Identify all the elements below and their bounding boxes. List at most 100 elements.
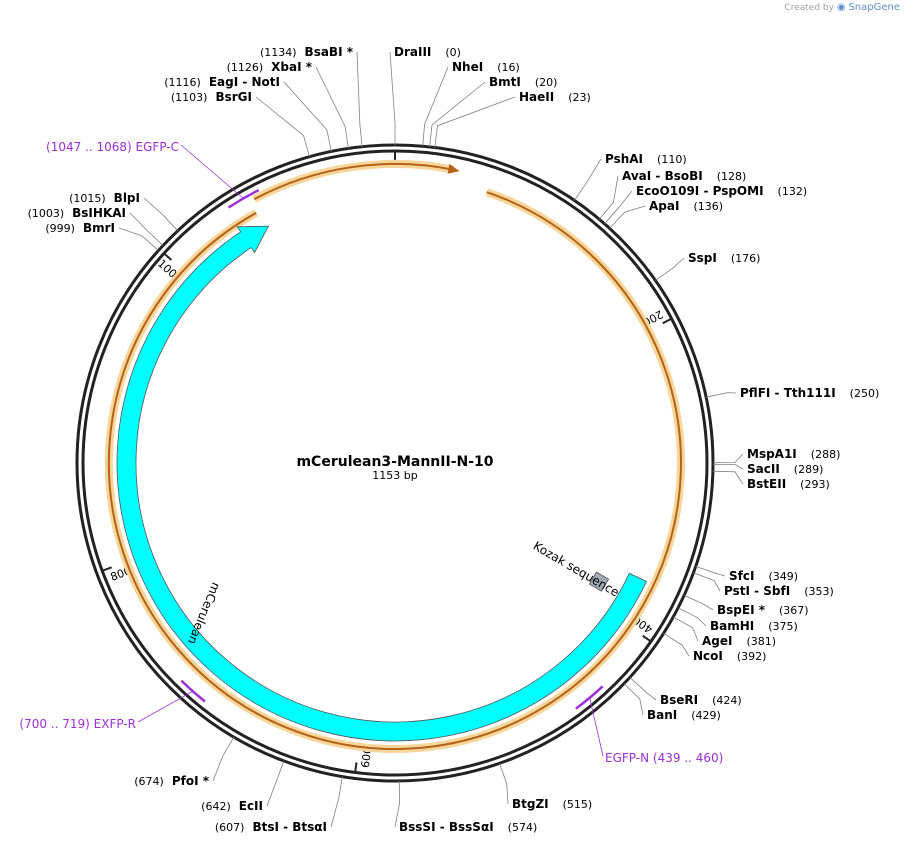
site-name: BsaBI * <box>305 45 354 59</box>
restriction-site[interactable]: ApaI (136) <box>649 199 723 213</box>
tick-mark <box>354 762 358 773</box>
restriction-site[interactable]: SacII(289) <box>747 462 823 476</box>
restriction-site[interactable]: BseRI (424) <box>660 693 742 707</box>
site-position: (424) <box>712 694 742 707</box>
site-label: (1015)BlpI <box>69 191 140 205</box>
restriction-site[interactable]: DraIII(0) <box>394 45 461 59</box>
credit-prefix: Created by <box>784 3 834 13</box>
site-position: (136) <box>693 200 723 213</box>
site-name: PshAI <box>605 152 643 166</box>
restriction-site[interactable]: (1015)BlpI <box>69 191 140 205</box>
restriction-site[interactable]: SspI (176) <box>688 251 760 265</box>
restriction-site[interactable]: (1003)BsIHKAI <box>28 206 126 220</box>
site-label: (642)EcII <box>201 799 263 813</box>
restriction-site[interactable]: PshAI (110) <box>605 152 687 166</box>
site-name: MspA1I <box>747 447 797 461</box>
primer-label: (700 .. 719) EXFP-R <box>19 717 136 731</box>
restriction-site[interactable]: (1116)EagI - NotI <box>164 75 280 89</box>
restriction-site[interactable]: (1103)BsrGI <box>171 90 252 104</box>
plasmid-length: 1153 bp <box>372 469 417 482</box>
site-leader <box>118 227 159 251</box>
site-name: XbaI * <box>271 60 313 74</box>
primer-egfp-c-arc[interactable] <box>227 188 260 209</box>
restriction-site[interactable]: AgeI(381) <box>702 634 776 648</box>
site-name: ApaI <box>649 199 679 213</box>
credit-brand: SnapGene <box>848 2 900 13</box>
restriction-site[interactable]: (1134)BsaBI * <box>260 45 354 59</box>
restriction-sites[interactable]: DraIII(0)NheI(16)BmtI(20)HaeII(23) PshAI (… <box>28 45 880 834</box>
restriction-site[interactable]: BamHI(375) <box>710 619 798 633</box>
site-leader <box>429 81 486 147</box>
restriction-site[interactable]: SfcI(349) <box>729 569 798 583</box>
site-name: SfcI <box>729 569 754 583</box>
restriction-site[interactable]: (607)BtsI - BtsαI <box>215 820 327 834</box>
primer-leader <box>589 697 604 757</box>
restriction-site[interactable]: NheI(16) <box>452 60 520 74</box>
restriction-site[interactable]: BtgZI(515) <box>512 797 592 811</box>
site-name: BseRI <box>660 693 698 707</box>
primer-label: (1047 .. 1068) EGFP-C <box>46 140 179 154</box>
kozak-sequence-box[interactable] <box>588 571 610 592</box>
restriction-site[interactable]: BstEII(293) <box>747 477 830 491</box>
restriction-site[interactable]: PflFI - Tth111I(250) <box>740 386 879 400</box>
site-leader <box>330 776 343 828</box>
restriction-site[interactable]: (999)BmrI <box>45 221 115 235</box>
site-name: BtsI - BtsαI <box>252 820 327 834</box>
site-leader <box>389 51 396 145</box>
site-leader <box>663 633 690 657</box>
tick-mark <box>642 634 652 643</box>
site-name: SspI <box>688 251 717 265</box>
site-label: (1003)BsIHKAI <box>28 206 126 220</box>
restriction-site[interactable]: PstI - SbfI(353) <box>724 584 834 598</box>
restriction-site[interactable]: MspA1I (288) <box>747 447 840 461</box>
site-name: BsIHKAI <box>72 206 126 220</box>
site-leader <box>499 763 509 805</box>
primer-leader <box>180 144 244 199</box>
site-leader <box>712 453 744 463</box>
site-position: (128) <box>717 170 747 183</box>
primer-features[interactable]: EGFP-N (439 .. 460)(700 .. 719) EXFP-R(1… <box>19 140 723 765</box>
site-leader <box>129 212 164 246</box>
restriction-site[interactable]: HaeII(23) <box>519 90 591 104</box>
primer-exfp-r-arc[interactable] <box>180 679 206 703</box>
mcerulean-label: mCerulean <box>185 580 223 646</box>
restriction-site[interactable]: BmtI(20) <box>489 75 557 89</box>
primer-name: EGFP-N <box>605 751 653 765</box>
site-position: (250) <box>850 387 880 400</box>
orf-arrows[interactable] <box>104 159 685 753</box>
mcerulean-cds-arrow[interactable] <box>116 225 648 742</box>
site-name: BmtI <box>489 75 521 89</box>
primer-range: (700 .. 719) <box>19 717 93 731</box>
site-label: BssSI - BssSαI(574) <box>399 820 537 834</box>
site-position: (288) <box>811 448 841 461</box>
site-leader <box>673 616 699 642</box>
restriction-site[interactable]: (674)PfoI * <box>134 774 209 788</box>
restriction-site[interactable]: (642)EcII <box>201 799 263 813</box>
restriction-site[interactable]: BspEI *(367) <box>717 603 809 617</box>
site-leader <box>712 470 744 485</box>
restriction-site[interactable]: BanI(429) <box>647 708 721 722</box>
site-leader <box>266 760 285 807</box>
restriction-site[interactable]: AvaI - BsoBI(128) <box>622 169 746 183</box>
site-leader <box>712 463 744 470</box>
site-label: NheI(16) <box>452 60 520 74</box>
orf-inner-arrow[interactable] <box>107 191 682 750</box>
site-label: AgeI(381) <box>702 634 776 648</box>
site-position: (110) <box>657 153 687 166</box>
site-label: BanI(429) <box>647 708 721 722</box>
site-position: (132) <box>778 185 808 198</box>
site-position: (176) <box>731 252 761 265</box>
site-leader <box>693 572 721 592</box>
restriction-site[interactable]: (1126)XbaI * <box>227 60 313 74</box>
site-label: SacII(289) <box>747 462 823 476</box>
restriction-site[interactable]: BssSI - BssSαI(574) <box>399 820 537 834</box>
restriction-site[interactable]: NcoI(392) <box>693 649 766 663</box>
restriction-site[interactable]: EcoO109I - PspOMI(132) <box>636 184 807 198</box>
site-leader <box>315 66 349 149</box>
site-label: MspA1I (288) <box>747 447 840 461</box>
site-leader <box>143 197 179 232</box>
site-position: (353) <box>804 585 834 598</box>
site-leader <box>574 158 602 201</box>
orf-outer-arrow[interactable] <box>253 162 454 201</box>
